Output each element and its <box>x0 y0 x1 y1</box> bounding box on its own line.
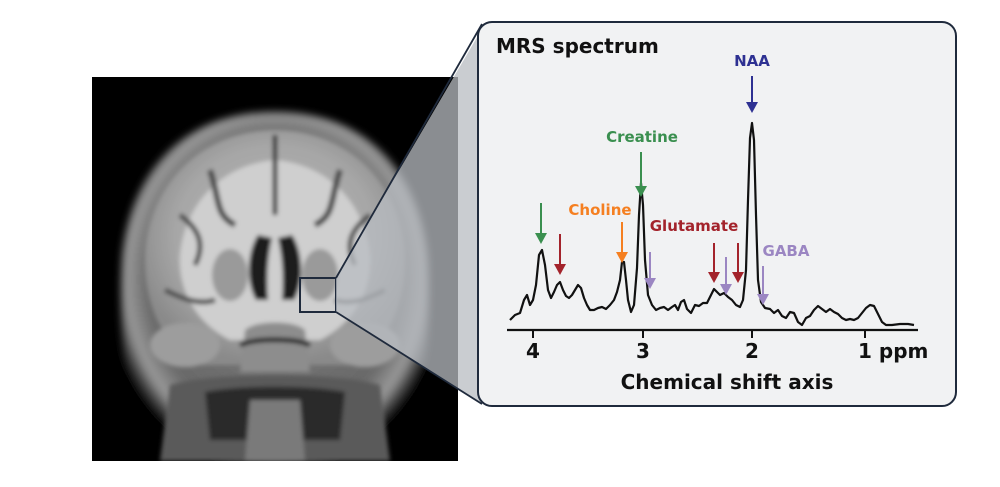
arrow-choline <box>616 222 628 263</box>
arrow-creatine-2 <box>535 203 547 244</box>
zoom-connector <box>336 22 486 406</box>
x-axis-title: Chemical shift axis <box>621 370 834 394</box>
connector-line-bottom <box>335 311 483 405</box>
spectrum-trace <box>509 121 915 327</box>
arrow-naa <box>746 76 758 113</box>
tick-label-3: 3 <box>636 339 650 363</box>
label-choline: Choline <box>568 201 631 219</box>
label-glutamate: Glutamate <box>650 217 739 235</box>
arrow-glutamate-3 <box>732 243 744 283</box>
arrow-gaba-3 <box>757 266 769 305</box>
spectrum-panel <box>477 21 957 407</box>
arrow-gaba-2 <box>720 257 732 295</box>
label-gaba: GABA <box>763 242 810 260</box>
panel-title: MRS spectrum <box>496 34 659 58</box>
arrow-glutamate-1 <box>554 234 566 275</box>
arrow-creatine <box>635 152 647 197</box>
tick-label-1ppm: 1 ppm <box>858 339 928 363</box>
label-creatine: Creatine <box>606 128 678 146</box>
mri-coronal-image <box>92 77 458 461</box>
arrow-gaba-1 <box>644 252 656 289</box>
tick-label-2: 2 <box>745 339 759 363</box>
arrow-glutamate-2 <box>708 243 720 283</box>
label-naa: NAA <box>734 52 770 70</box>
connector-line-top <box>335 23 483 279</box>
tick-label-4: 4 <box>526 339 540 363</box>
